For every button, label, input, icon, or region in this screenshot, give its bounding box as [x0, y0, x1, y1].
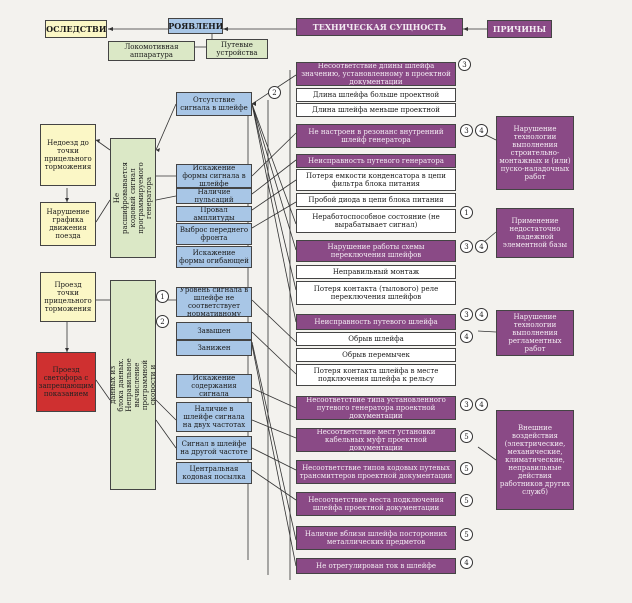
essence-inoperable-state: Неработоспособное состояние (не вырабаты…	[296, 209, 456, 233]
cause-external-impact: Внешние воздействия (электрические, меха…	[496, 410, 574, 510]
manifestation-group-not-decoded: Не расшифровывается кодовый сигнал прогр…	[110, 138, 156, 258]
badge-e16b: 4	[475, 398, 488, 411]
manifestation-central-code: Центральная кодовая посылка	[176, 462, 252, 484]
manifestation-shape-distortion: Искажение формы сигнала в шлейфе	[176, 164, 252, 188]
badge-e13: 4	[460, 330, 473, 343]
badge-e8: 1	[460, 206, 473, 219]
manifestation-level-mismatch: Уровень сигнала в шлейфе не соответствуе…	[176, 287, 252, 317]
essence-generator-fault: Неисправность путевого генератора	[296, 154, 456, 168]
badge-e18: 5	[460, 462, 473, 475]
essence-capacitor-loss: Потеря емкости конденсатора в цепи фильт…	[296, 169, 456, 191]
badge-m8: 2	[156, 315, 169, 328]
header-causes: ПРИЧИНЫ	[487, 20, 552, 38]
badge-e21: 4	[460, 556, 473, 569]
header-track-devices: Путевые устройства	[206, 39, 268, 59]
badge-e20: 5	[460, 528, 473, 541]
essence-jumper-break: Обрыв перемычек	[296, 348, 456, 362]
cause-construction-violation: Нарушение технологии выполнения строител…	[496, 116, 574, 190]
badge-e12a: 3	[460, 308, 473, 321]
manifestation-amplitude-dip: Провал амплитуды	[176, 206, 252, 222]
essence-loop-length-mismatch: Несоответствие длины шлейфа значению, ус…	[296, 62, 456, 86]
essence-loop-fault: Неисправность путевого шлейфа	[296, 314, 456, 330]
essence-loop-shorter: Длина шлейфа меньше проектной	[296, 103, 456, 117]
badge-e12b: 4	[475, 308, 488, 321]
manifestation-no-signal: Отсутствие сигнала в шлейфе	[176, 92, 252, 116]
badge-e9b: 4	[475, 240, 488, 253]
manifestation-too-low: Занижен	[176, 340, 252, 356]
consequence-undershoot: Недоезд до точки прицельного торможения	[40, 124, 96, 186]
essence-metal-objects-nearby: Наличие вблизи шлейфа посторонних металл…	[296, 526, 456, 550]
essence-not-tuned-resonance: Не настроен в резонанс внутренний шлейф …	[296, 124, 456, 148]
essence-diode-breakdown: Пробой диода в цепи блока питания	[296, 193, 456, 207]
essence-current-not-adjusted: Не отрегулирован ток в шлейфе	[296, 558, 456, 574]
manifestation-group-wrong-decoding-label: Неправильная расшифровка данных из блока…	[110, 358, 156, 412]
header-consequences: ПОСЛЕДСТВИЯ	[45, 20, 107, 38]
essence-transmitter-type-mismatch: Несоответствие типов кодовых путевых тра…	[296, 460, 456, 484]
header-manifestations: ПРОЯВЛЕНИЯ	[168, 18, 223, 34]
essence-generator-type-mismatch: Несоответствие типа установленного путев…	[296, 396, 456, 420]
badge-e4a: 3	[460, 124, 473, 137]
essence-rail-contact-loss: Потеря контакта шлейфа в месте подключен…	[296, 364, 456, 386]
badge-e17: 5	[460, 430, 473, 443]
essence-cable-coupling-mismatch: Несоответствие мест установки кабельных …	[296, 428, 456, 452]
badge-e16a: 3	[460, 398, 473, 411]
badge-top: 3	[458, 58, 471, 71]
essence-wrong-mounting: Неправильный монтаж	[296, 265, 456, 279]
essence-connection-place-mismatch: Несоответствие места подключения шлейфа …	[296, 492, 456, 516]
manifestation-group-not-decoded-label: Не расшифровывается кодовый сигнал прогр…	[113, 162, 154, 234]
badge-m7: 1	[156, 290, 169, 303]
essence-switch-circuit-fault: Нарушение работы схемы переключения шлей…	[296, 240, 456, 262]
essence-loop-break: Обрыв шлейфа	[296, 332, 456, 346]
manifestation-ripple: Наличие пульсаций	[176, 188, 252, 204]
manifestation-two-frequencies: Наличие в шлейфе сигнала на двух частота…	[176, 402, 252, 432]
badge-m1: 2	[268, 86, 281, 99]
badge-e4b: 4	[475, 124, 488, 137]
manifestation-other-frequency: Сигнал в шлейфе на другой частоте	[176, 436, 252, 460]
manifestation-group-wrong-decoding: Неправильная расшифровка данных из блока…	[110, 280, 156, 490]
header-technical-essence: ТЕХНИЧЕСКАЯ СУЩНОСТЬ	[296, 18, 463, 36]
cause-unreliable-components: Применение недостаточно надежной элемент…	[496, 208, 574, 258]
header-loco-apparatus: Локомотивная аппаратура	[108, 41, 195, 61]
consequence-signal-passed: Проезд светофора с запрещающим показание…	[36, 352, 96, 412]
manifestation-envelope-distortion: Искажение формы огибающей	[176, 246, 252, 268]
cause-maintenance-violation: Нарушение технологии выполнения регламен…	[496, 310, 574, 356]
essence-relay-contact-loss: Потеря контакта (тылового) реле переключ…	[296, 281, 456, 305]
manifestation-content-distortion: Искажение содержания сигнала	[176, 374, 252, 398]
consequence-overshoot: Проезд точки прицельного торможения	[40, 272, 96, 322]
badge-e19: 5	[460, 494, 473, 507]
manifestation-front-spike: Выброс переднего фронта	[176, 223, 252, 245]
consequence-schedule-violation: Нарушение графика движения поезда	[40, 202, 96, 246]
badge-e9a: 3	[460, 240, 473, 253]
essence-loop-longer: Длина шлейфа больше проектной	[296, 88, 456, 102]
manifestation-too-high: Завышен	[176, 322, 252, 340]
